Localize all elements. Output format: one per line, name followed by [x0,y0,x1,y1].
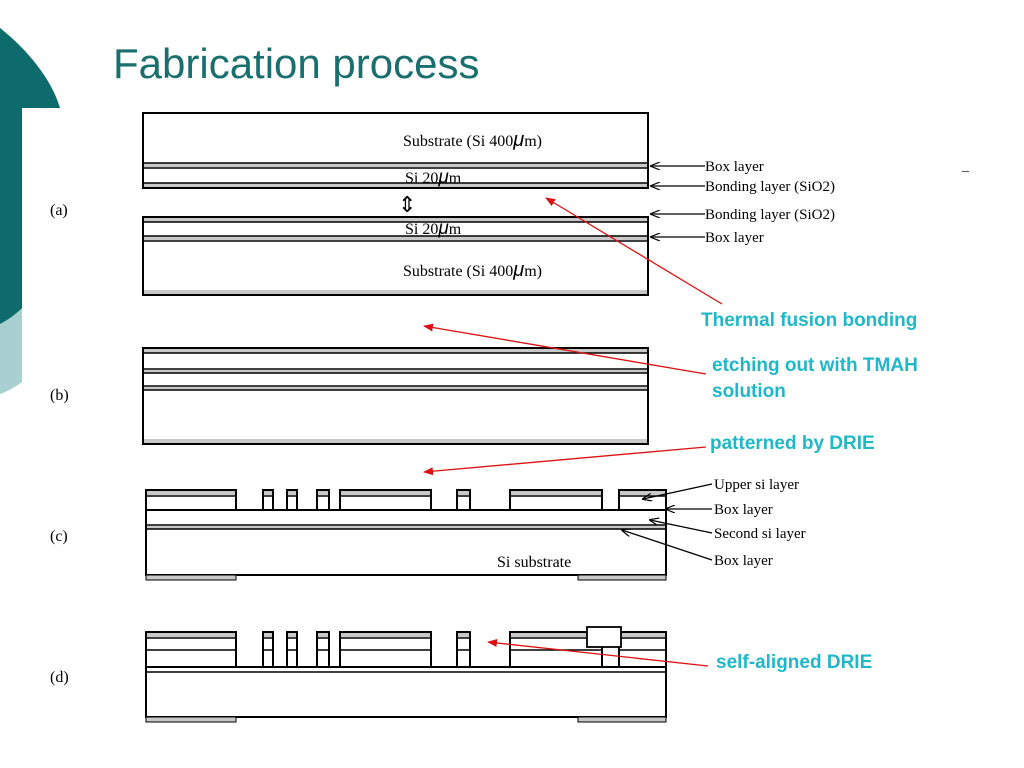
wafer-c-upper-block [286,489,298,511]
step-c-label: (c) [50,528,68,545]
wafer-c-upper-block [262,489,274,511]
slide-title: Fabrication process [113,40,480,87]
callouts-a: Box layer Bonding layer (SiO2) Bonding l… [651,159,970,246]
wafer-b-box-layer [144,370,647,373]
upper-device-label: Si 20μm [405,167,462,188]
lower-box-layer [144,236,647,240]
upper-wafer [142,112,649,189]
wafer-b-bottom-layer [144,439,647,443]
step-c: (c) Si substrate Upper si layer Box laye… [50,477,806,581]
wafer-c-upper-block-layer [341,491,430,495]
wafer-d-upper-block-layer [511,633,601,637]
wafer-d-upper-block-layer [318,633,328,637]
upper-bonding-layer [144,183,647,187]
wafer-d-base [145,666,667,723]
wafer-c-base [145,509,667,581]
tmah-etching-arrow [423,323,707,375]
callout-second-si-layer: Second si layer [714,526,806,542]
callout-box-layer-c2: Box layer [714,553,773,569]
callout-upper-si-layer: Upper si layer [714,477,799,493]
wafer-d-upper-block-layer [288,633,296,637]
wafer-d-upper-block-layer [620,633,665,637]
upper-wafer-outline [142,112,649,189]
thermal-bonding-arrow [545,197,723,305]
lower-substrate-label: Substrate (Si 400μm) [403,259,542,281]
self-aligned-drie-arrow [487,638,709,667]
step-b: (b) [50,347,649,445]
thermal-fusion-bonding-note: Thermal fusion bonding [701,310,917,331]
wafer-b-second-box-layer [144,387,647,390]
wafer-d-upper-block-layer [147,633,235,637]
stray-tick-mark: _ [961,159,970,174]
upper-substrate-label: Substrate (Si 400μm) [403,129,542,151]
step-a-label: (a) [50,202,68,219]
callout-box-layer-c1: Box layer [714,502,773,518]
wafer-d-upper-block-layer [458,633,469,637]
bond-arrow-icon: ⇕ [398,192,416,217]
lower-device-label: Si 20μm [405,218,462,239]
wafer-d-upper-block-layer [264,633,272,637]
wafer-c-backside-pad-right [577,574,667,581]
callouts-c: Upper si layer Box layer Second si layer… [622,477,806,569]
si-substrate-label: Si substrate [497,554,571,571]
wafer-c-upper-block-layer [264,491,272,495]
light-band [0,308,22,394]
annotations: Thermal fusion bonding etching out with … [423,197,918,673]
callout-box-layer-upper: Box layer [705,159,764,175]
wafer-c-upper-block-layer [511,491,601,495]
wafer-d-mask-opening [586,626,622,648]
step-d-label: (d) [50,669,69,686]
callout-box-layer-lower: Box layer [705,230,764,246]
wafer-d-backside-pad-left [145,716,237,723]
step-a: (a) Substrate (Si 400μm) Si 20μm ⇕ Si 20… [50,112,970,296]
upper-box-layer [144,163,647,167]
step-d: (d) [50,626,667,723]
lower-bottom-layer [144,290,647,294]
self-aligned-drie-note: self-aligned DRIE [716,652,872,673]
wafer-c-upper-block-layer [318,491,328,495]
wafer-b-top-layer [144,349,647,353]
wafer-c-outline [145,509,667,576]
wafer-c-upper-block-layer [458,491,469,495]
wafer-c-backside-pad-left [145,574,237,581]
lower-wafer-outline [142,216,649,296]
tmah-etching-note-line1: etching out with TMAH [712,355,918,376]
drie-pattern-note: patterned by DRIE [710,433,875,454]
wafer-b-outline [142,347,649,445]
callout-bonding-layer-upper: Bonding layer (SiO2) [705,179,835,195]
wafer-c-upper-block-layer [147,491,235,495]
wafer-d-outline [145,666,667,718]
tmah-etching-note-line2: solution [712,381,786,402]
teal-band [0,28,60,324]
wafer-c-buried-box [147,526,665,529]
lower-wafer [142,216,649,296]
wafer-d-upper-block-layer [341,633,430,637]
lower-bonding-layer [144,218,647,222]
wafer-d-backside-pad-right [577,716,667,723]
wafer-c-upper-blocks [145,489,667,511]
slide-decoration [0,28,60,394]
drie-pattern-arrow [423,446,707,476]
wafer-c-upper-block-layer [288,491,296,495]
wafer-c-upper-block-layer [620,491,665,495]
callout-bonding-layer-lower: Bonding layer (SiO2) [705,207,835,223]
step-b-label: (b) [50,387,69,404]
